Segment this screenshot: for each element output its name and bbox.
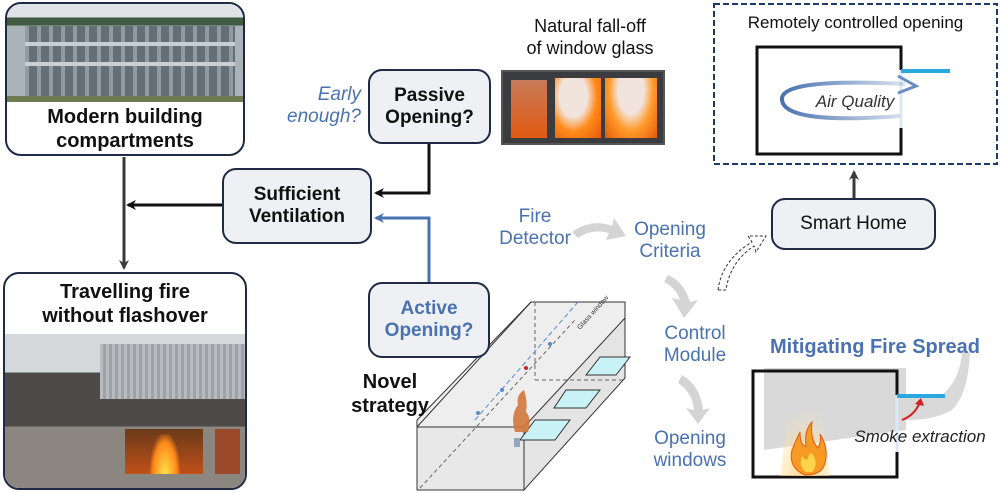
fire-detector-line2: Detector: [499, 228, 571, 249]
window-glass-photo: [501, 70, 665, 145]
connector-active-to-ventilation: [374, 213, 431, 282]
passive-opening-node: Passive Opening?: [368, 69, 491, 144]
active-opening-line2: Opening?: [384, 320, 474, 341]
novel-strategy-line1: Novel: [362, 371, 418, 393]
modern-building-photo: [7, 4, 243, 102]
travelling-fire-label-line1: Travelling fire: [59, 281, 191, 303]
modern-building-card: Modern building compartments: [5, 2, 245, 156]
flame-icon: [790, 420, 827, 476]
natural-falloff-line1: Natural fall-off: [534, 16, 646, 36]
novel-strategy-line2: strategy: [351, 395, 429, 417]
early-enough-line2: enough?: [287, 106, 361, 127]
opening-criteria-label: Opening Criteria: [615, 219, 725, 263]
mitigating-fire-spread-title: Mitigating Fire Spread: [769, 336, 981, 358]
smoke-extraction-arrowhead-icon: [915, 398, 924, 406]
novel-strategy-label: Novel strategy: [350, 370, 430, 418]
modern-building-label-line1: Modern building: [47, 106, 203, 128]
opening-windows-label: Opening windows: [640, 428, 740, 472]
active-opening-line1: Active: [400, 298, 458, 319]
travelling-fire-card: Travelling fire without flashover: [3, 272, 247, 490]
sufficient-ventilation-node: Sufficient Ventilation: [222, 168, 372, 244]
opening-windows-line2: windows: [653, 450, 727, 471]
flow-arrow-criteria-to-control: [664, 275, 698, 318]
modern-building-label-line2: compartments: [56, 130, 194, 152]
flow-arrow-control-to-windows: [678, 375, 710, 424]
sufficient-ventilation-line2: Ventilation: [248, 206, 346, 227]
corridor-model: [416, 301, 632, 492]
remote-room-outline: [755, 45, 903, 156]
remote-opening-container: [713, 3, 998, 165]
smart-home-node: Smart Home: [771, 198, 936, 250]
smart-home-label: Smart Home: [800, 213, 907, 234]
travelling-fire-label-line2: without flashover: [42, 305, 208, 327]
air-quality-arrowhead-icon: [897, 74, 920, 95]
flow-arrow-detector-to-criteria: [572, 218, 626, 240]
fire-detector-label: Fire Detector: [480, 206, 590, 250]
early-enough-line1: Early: [317, 84, 361, 105]
natural-falloff-label: Natural fall-off of window glass: [500, 15, 680, 59]
natural-falloff-line2: of window glass: [526, 38, 654, 58]
travelling-fire-photo: [5, 334, 245, 488]
mitigating-room-outline: [751, 369, 899, 479]
sufficient-ventilation-line1: Sufficient: [253, 184, 341, 205]
remote-opening-title: Remotely controlled opening: [747, 13, 964, 32]
connector-passive-to-ventilation: [374, 142, 431, 198]
smoke-extraction-label: Smoke extraction: [854, 427, 986, 446]
opening-windows-line1: Opening: [654, 428, 726, 449]
active-opening-node: Active Opening?: [368, 282, 490, 358]
flame-inner-icon: [800, 453, 816, 472]
flow-arrow-dashed-to-smarthome: [717, 235, 767, 291]
control-module-line2: Module: [663, 345, 727, 366]
opening-criteria-line1: Opening: [634, 219, 706, 240]
fire-detector-line1: Fire: [518, 206, 552, 227]
control-module-label: Control Module: [645, 323, 745, 367]
opening-criteria-line2: Criteria: [639, 241, 701, 262]
air-quality-loop-icon: [780, 80, 906, 121]
passive-opening-line2: Opening?: [385, 106, 474, 128]
control-module-line1: Control: [664, 323, 726, 344]
air-quality-label: Air Quality: [815, 92, 895, 111]
early-enough-label: Early enough?: [283, 84, 361, 128]
passive-opening-line1: Passive: [394, 84, 465, 106]
